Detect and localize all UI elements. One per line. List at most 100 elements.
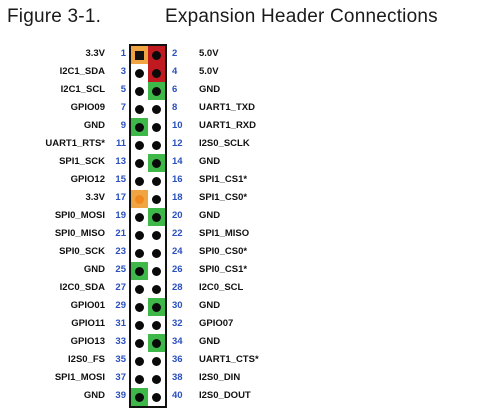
signal-label-left: UART1_RTS* bbox=[45, 138, 105, 149]
pin-cell-14 bbox=[148, 154, 165, 172]
pin-number-right: 16 bbox=[172, 174, 183, 185]
signal-label-right: GND bbox=[199, 336, 221, 347]
pin-dot-icon bbox=[152, 104, 161, 114]
pin-dot-icon bbox=[135, 338, 144, 348]
pin-cell-22 bbox=[148, 226, 165, 244]
pin-cell-21 bbox=[131, 226, 148, 244]
pin-dot-icon bbox=[152, 320, 161, 330]
pin-number-left: 25 bbox=[115, 264, 126, 275]
pin-dot-icon bbox=[152, 230, 161, 240]
pin-dot-icon bbox=[135, 104, 144, 114]
signal-label-right: 5.0V bbox=[199, 48, 219, 59]
pin-dot-icon bbox=[152, 374, 161, 384]
signal-label-right: GND bbox=[199, 156, 221, 167]
pin-number-left: 5 bbox=[120, 84, 126, 95]
pin-dot-icon bbox=[135, 302, 144, 312]
pin-cell-17 bbox=[131, 190, 148, 208]
signal-label-left: GPIO09 bbox=[70, 102, 105, 113]
pin-number-left: 35 bbox=[115, 354, 126, 365]
pin-number-right: 32 bbox=[172, 318, 183, 329]
pin-number-left: 1 bbox=[120, 48, 126, 59]
signal-label-left: SPI0_MOSI bbox=[54, 210, 105, 221]
pin-cell-28 bbox=[148, 280, 165, 298]
pin-cell-4 bbox=[148, 64, 165, 82]
pin-dot-icon bbox=[135, 374, 144, 384]
pin-number-right: 20 bbox=[172, 210, 183, 221]
signal-label-right: UART1_RXD bbox=[199, 120, 257, 131]
pin-number-right: 30 bbox=[172, 300, 183, 311]
pin-dot-icon bbox=[152, 158, 161, 168]
signal-label-right: SPI0_CS1* bbox=[199, 264, 248, 275]
pin-dot-icon bbox=[135, 140, 144, 150]
pin-cell-8 bbox=[148, 100, 165, 118]
pin-cell-1 bbox=[131, 46, 148, 64]
pin-cell-29 bbox=[131, 298, 148, 316]
pin-number-right: 6 bbox=[172, 84, 178, 95]
signal-label-right: GND bbox=[199, 84, 221, 95]
figure-label: Figure 3-1. bbox=[7, 6, 102, 27]
pin-cell-19 bbox=[131, 208, 148, 226]
pin-number-right: 4 bbox=[172, 66, 178, 77]
signal-label-left: GPIO01 bbox=[70, 300, 105, 311]
signal-label-left: SPI0_SCK bbox=[59, 246, 105, 257]
pin-dot-icon bbox=[135, 158, 144, 168]
pin-dot-icon bbox=[135, 266, 144, 276]
pin-dot-icon bbox=[152, 194, 161, 204]
pin-cell-36 bbox=[148, 352, 165, 370]
signal-label-left: SPI1_MOSI bbox=[54, 372, 105, 383]
pin-dot-icon bbox=[135, 212, 144, 222]
pin-number-left: 37 bbox=[115, 372, 126, 383]
pin-dot-icon bbox=[135, 320, 144, 330]
pin-number-left: 33 bbox=[115, 336, 126, 347]
signal-label-left: GPIO12 bbox=[70, 174, 105, 185]
pin-dot-icon bbox=[152, 284, 161, 294]
pin-dot-icon bbox=[152, 68, 161, 78]
signal-label-right: I2S0_SCLK bbox=[199, 138, 250, 149]
pin-number-left: 3 bbox=[120, 66, 126, 77]
pin-cell-27 bbox=[131, 280, 148, 298]
pin-dot-icon bbox=[152, 248, 161, 258]
pin-square-icon bbox=[135, 50, 144, 60]
pin-number-left: 39 bbox=[115, 390, 126, 401]
pin-cell-30 bbox=[148, 298, 165, 316]
pin-dot-icon bbox=[152, 50, 161, 60]
pin-dot-icon bbox=[152, 392, 161, 402]
pin-dot-icon bbox=[135, 122, 144, 132]
signal-label-right: UART1_CTS* bbox=[199, 354, 259, 365]
pin-number-right: 38 bbox=[172, 372, 183, 383]
pin-number-left: 21 bbox=[115, 228, 126, 239]
pin-cell-2 bbox=[148, 46, 165, 64]
pin-dot-icon bbox=[135, 176, 144, 186]
pin-number-right: 14 bbox=[172, 156, 183, 167]
pin-number-right: 34 bbox=[172, 336, 183, 347]
signal-label-left: GND bbox=[83, 390, 105, 401]
pin-number-left: 13 bbox=[115, 156, 126, 167]
pin-dot-icon bbox=[135, 392, 144, 402]
pin-cell-23 bbox=[131, 244, 148, 262]
pin-number-left: 11 bbox=[115, 138, 126, 149]
signal-label-right: 5.0V bbox=[199, 66, 219, 77]
pin-cell-10 bbox=[148, 118, 165, 136]
signal-label-left: I2C0_SDA bbox=[59, 282, 105, 293]
signal-label-left: I2S0_FS bbox=[68, 354, 105, 365]
signal-label-right: I2C0_SCL bbox=[199, 282, 244, 293]
pin-cell-9 bbox=[131, 118, 148, 136]
pin-dot-icon bbox=[135, 284, 144, 294]
pin-dot-icon bbox=[135, 248, 144, 258]
pin-dot-icon bbox=[135, 86, 144, 96]
signal-label-left: GND bbox=[83, 120, 105, 131]
pin-cell-38 bbox=[148, 370, 165, 388]
signal-label-right: SPI1_CS0* bbox=[199, 192, 248, 203]
pin-cell-37 bbox=[131, 370, 148, 388]
pin-number-left: 7 bbox=[120, 102, 126, 113]
signal-label-left: GPIO11 bbox=[71, 318, 105, 329]
